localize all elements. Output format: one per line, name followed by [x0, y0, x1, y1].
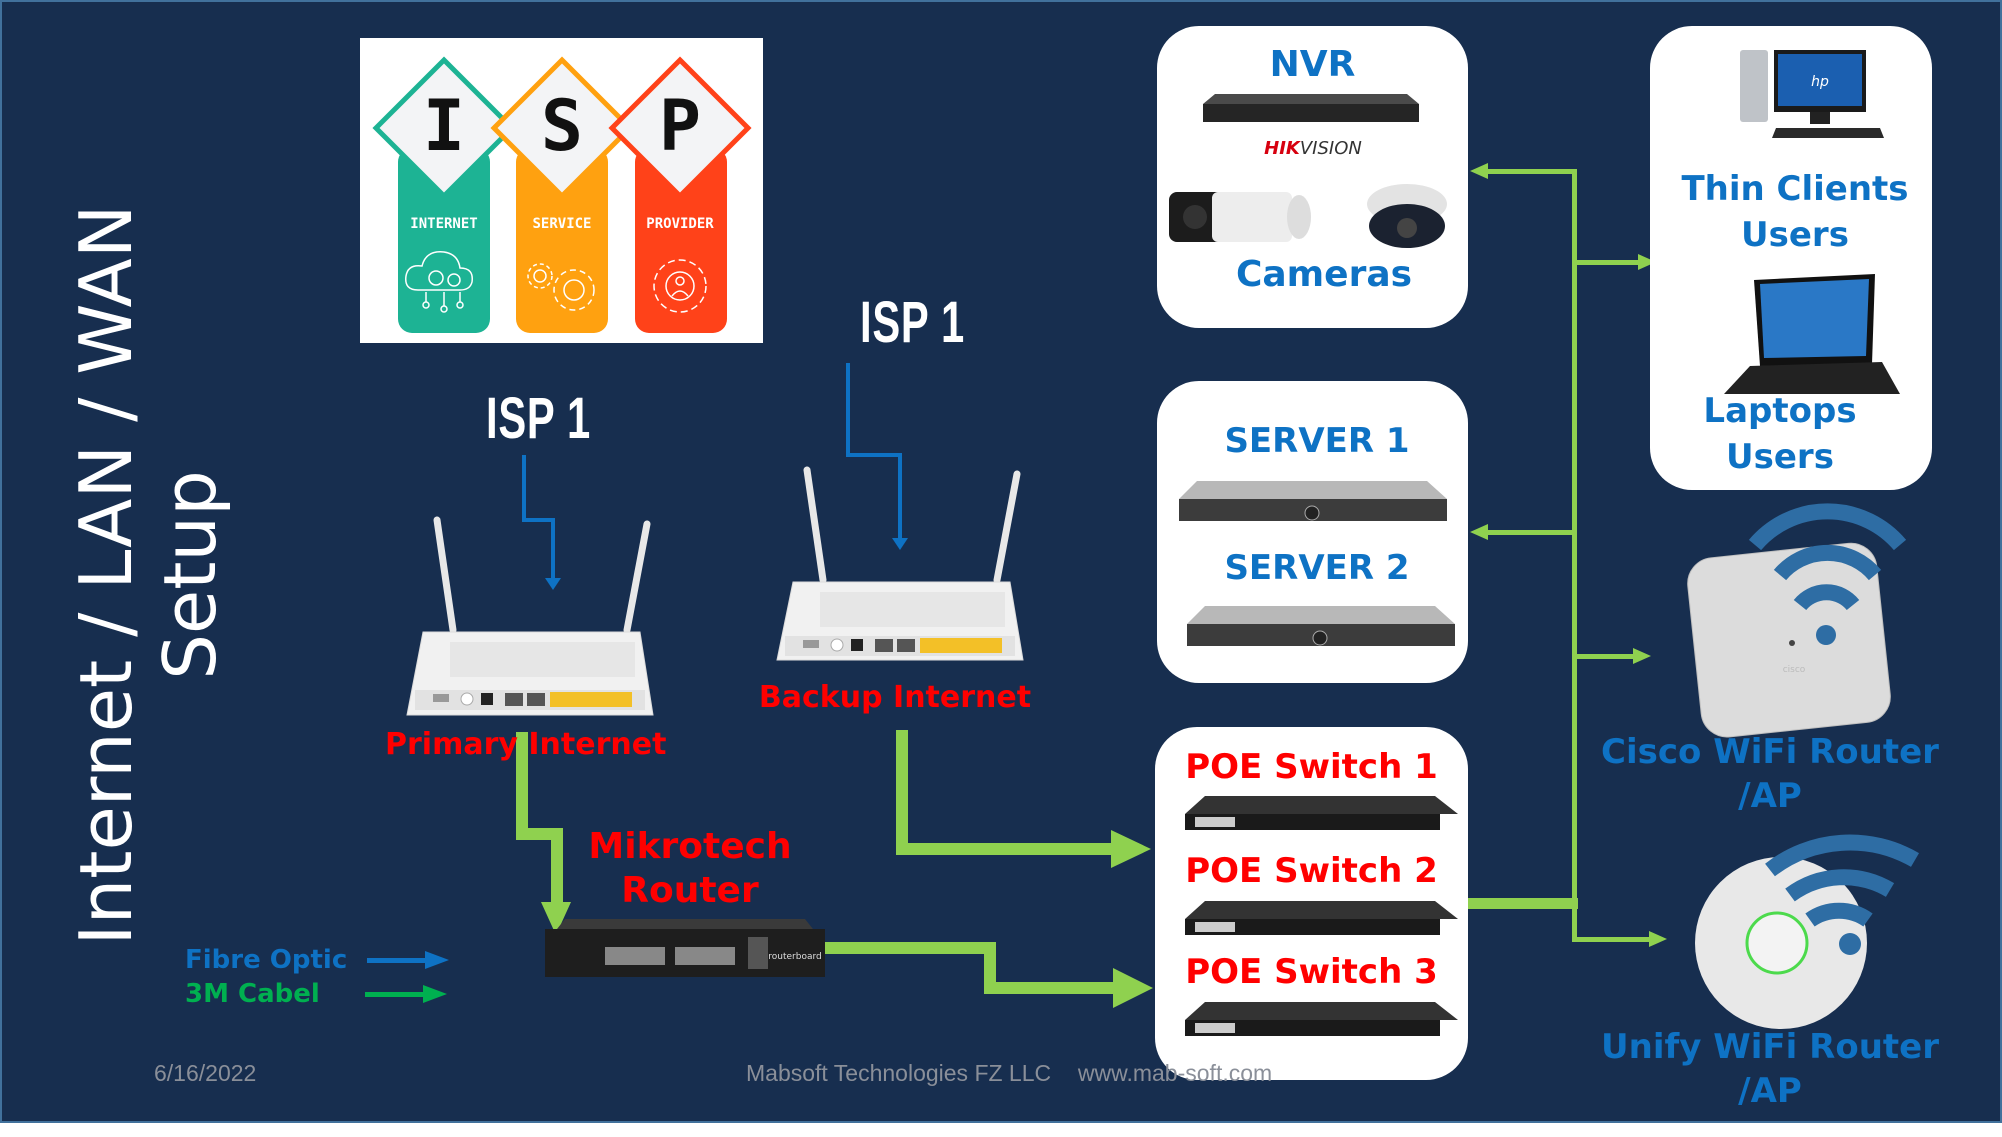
cisco-ap-line1: Cisco WiFi Router — [1601, 732, 1939, 772]
nvr-cameras-graphic: HIKVISION — [1169, 94, 1447, 248]
laptops-label: Laptops Users — [1650, 388, 1910, 480]
legend-label-fibre: Fibre Optic — [185, 945, 348, 975]
mikrotik-label: Mikrotech Router — [560, 825, 820, 913]
mikrotik-label-line2: Router — [621, 870, 759, 911]
server1-label: SERVER 1 — [1224, 421, 1410, 461]
isp-letter-s: S — [541, 85, 583, 167]
unify-ap-line1: Unify WiFi Router — [1601, 1027, 1939, 1067]
fibre-link-primary — [522, 455, 561, 590]
laptops-line1: Laptops — [1703, 391, 1857, 431]
isp-stem-provider — [635, 148, 727, 333]
hp-logo: hp — [1811, 74, 1829, 90]
isp-letter-p: P — [659, 85, 701, 167]
poe-switch2-label: POE Switch 2 — [1185, 851, 1438, 891]
server2-icon — [1187, 606, 1455, 646]
cisco-ap-line2: /AP — [1738, 776, 1802, 816]
isp-diamond-i — [372, 56, 516, 200]
backup-isp-label: ISP 1 — [860, 290, 965, 355]
cisco-ap-graphic: cisco — [1687, 503, 1907, 738]
legend-label-cable: 3M Cabel — [185, 979, 320, 1009]
thin-clients-line1: Thin Clients — [1681, 169, 1909, 209]
mikrotik-brand: routerboard — [768, 952, 821, 962]
legend: Fibre Optic 3M Cabel — [185, 945, 465, 1025]
cisco-logo: cisco — [1783, 665, 1806, 675]
rack-router-icon: routerboard — [545, 919, 825, 977]
unify-ap-label: Unify WiFi Router /AP — [1600, 1025, 1940, 1113]
cisco-access-point: cisco — [1680, 503, 1910, 750]
gear-person-icon — [653, 259, 707, 313]
wifi-icon — [1765, 834, 1920, 927]
isp-word-service: SERVICE — [532, 216, 591, 232]
backup-router — [765, 460, 1025, 675]
bullet-camera-icon — [1169, 192, 1311, 242]
isp-stem-service — [516, 148, 608, 333]
nvr-cameras-card: NVR HIKVISION Cameras — [1157, 26, 1468, 328]
poe-switch3-label: POE Switch 3 — [1185, 952, 1438, 992]
legend-arrows — [365, 951, 449, 1003]
router-icon — [776, 466, 1024, 661]
primary-isp-label: ISP 1 — [486, 386, 591, 451]
clients-card: hp Thin Clients Users Laptops Users — [1650, 26, 1932, 490]
unify-ap-line2: /AP — [1738, 1071, 1802, 1111]
isp-stem-internet — [398, 148, 490, 333]
isp-word-internet: INTERNET — [410, 216, 477, 232]
server2-label: SERVER 2 — [1224, 548, 1410, 588]
cloud-gears-icon — [405, 251, 473, 313]
lan-link-mikrotik-to-poe — [820, 942, 1153, 1008]
nvr-title: NVR — [1269, 44, 1356, 85]
footer-website: www.mab-soft.com — [1077, 1060, 1273, 1086]
legend-item-cable: 3M Cabel — [185, 979, 320, 1009]
mikrotik-label-line1: Mikrotech — [588, 826, 792, 867]
lan-link-primary-to-mikrotik — [516, 732, 571, 935]
poe-switch1-label: POE Switch 1 — [1185, 747, 1438, 787]
isp-diamond-s — [490, 56, 634, 200]
servers-card: SERVER 1 SERVER 2 — [1157, 381, 1468, 683]
footer-company: Mabsoft Technologies FZ LLC www.mab-soft… — [746, 1060, 1272, 1087]
router-icon — [406, 516, 654, 716]
legend-item-fibre: Fibre Optic — [185, 945, 347, 975]
poe-switch3-icon — [1185, 1002, 1458, 1036]
cisco-ap-label: Cisco WiFi Router /AP — [1600, 730, 1940, 818]
primary-internet-label: Primary Internet — [385, 727, 667, 762]
thin-clients-line2: Users — [1741, 215, 1849, 255]
isp-letter-i: I — [423, 85, 465, 167]
servers-graphic — [1179, 481, 1455, 646]
lan-bus — [1468, 163, 1667, 947]
lan-link-backup-to-poe — [896, 730, 1151, 868]
fibre-link-backup — [846, 363, 908, 550]
cameras-caption: Cameras — [1235, 254, 1413, 295]
isp-diamond-p — [608, 56, 752, 200]
legend-fibre-arrow-icon — [367, 951, 449, 969]
nvr-device-icon — [1203, 94, 1419, 122]
primary-router — [395, 510, 655, 725]
dome-camera-icon — [1367, 184, 1447, 248]
footer-company-name: Mabsoft Technologies FZ LLC — [746, 1060, 1052, 1086]
mikrotik-router: routerboard — [545, 915, 825, 980]
backup-internet-label: Backup Internet — [758, 680, 1032, 715]
poe-switch1-icon — [1185, 796, 1458, 830]
isp-logo-graphic: I S P INTERNET SERVICE PROVIDER — [372, 56, 752, 333]
isp-word-provider: PROVIDER — [646, 216, 714, 232]
wifi-icon — [1748, 503, 1907, 611]
server1-icon — [1179, 481, 1447, 521]
unify-ap-graphic — [1695, 834, 1920, 1029]
footer-date: 6/16/2022 — [154, 1060, 257, 1086]
unify-access-point — [1680, 825, 1920, 1035]
poe-switches-card: POE Switch 1 POE Switch 2 POE Switch 3 — [1155, 727, 1468, 1080]
thin-client-desktop-icon: hp — [1740, 50, 1884, 138]
thin-clients-label: Thin Clients Users — [1650, 166, 1940, 258]
poe-switch2-icon — [1185, 901, 1458, 935]
isp-logo: I S P INTERNET SERVICE PROVIDER — [360, 38, 763, 343]
poe-switches-graphic — [1185, 796, 1458, 1036]
hikvision-logo: HIKVISION — [1264, 138, 1362, 159]
clients-graphic: hp — [1724, 50, 1900, 394]
laptop-icon — [1724, 274, 1900, 394]
laptops-line2: Users — [1726, 437, 1834, 477]
gears-icon — [527, 263, 595, 311]
legend-cable-arrow-icon — [365, 985, 447, 1003]
